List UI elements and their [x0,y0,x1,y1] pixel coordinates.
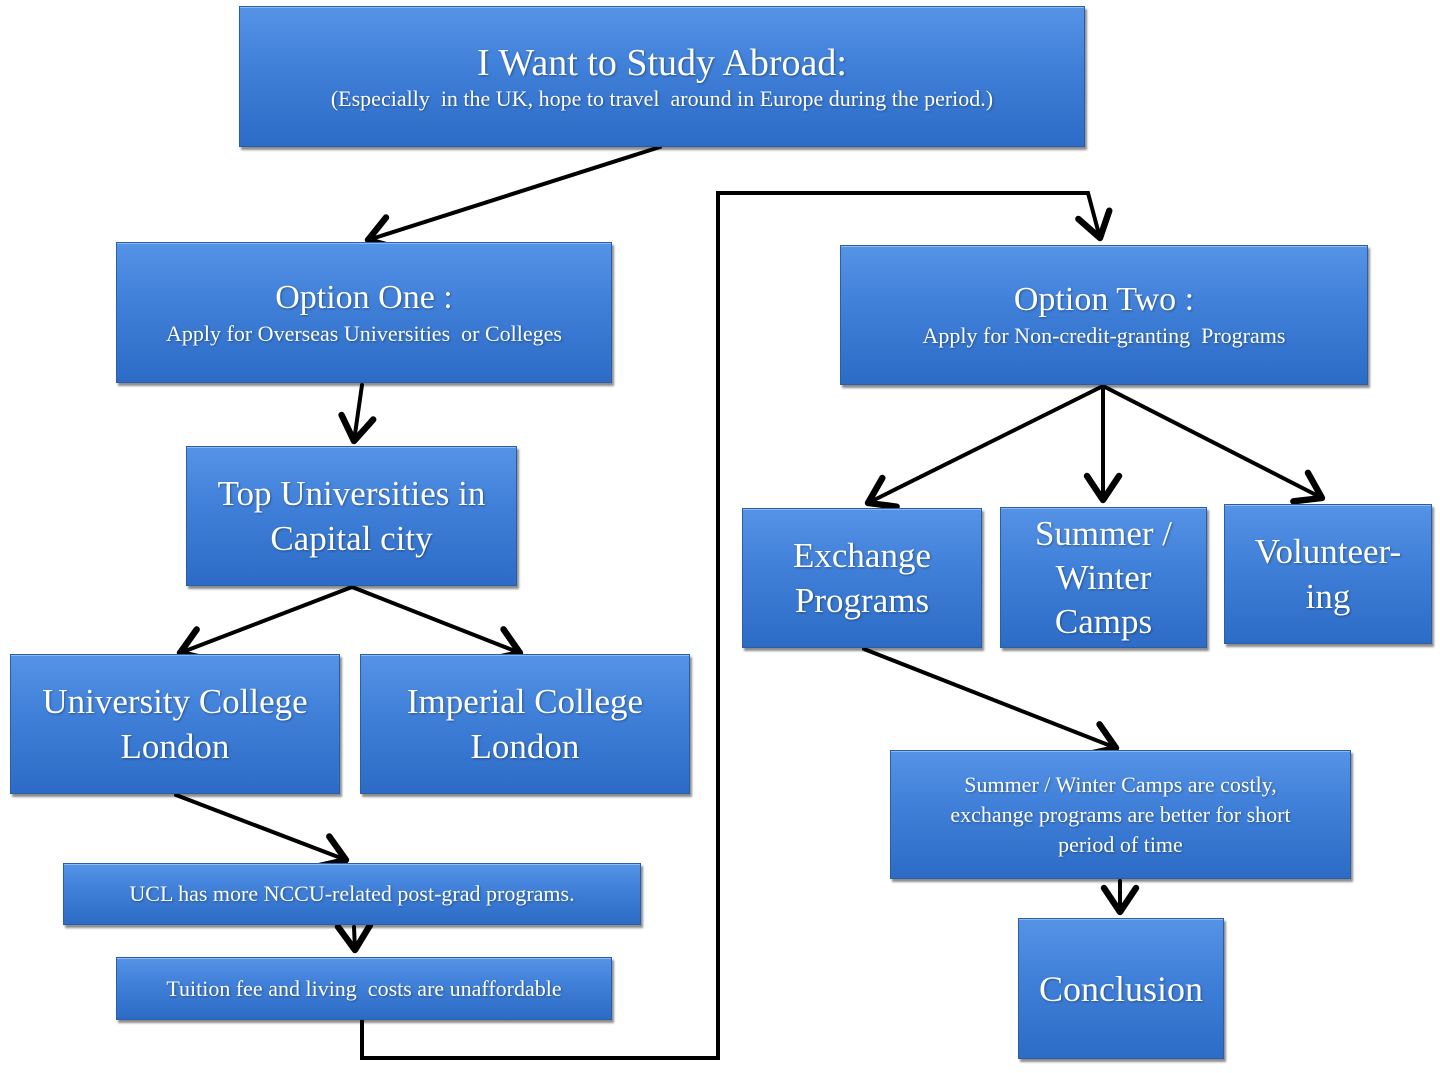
conclusion-box: Conclusion [1018,918,1224,1059]
camps-box: Summer / Winter Camps [1000,507,1207,648]
imperial-box: Imperial College London [360,654,690,794]
root-title: I Want to Study Abroad: [477,41,847,84]
top-universities-line2: Capital city [270,519,433,558]
top-universities-box: Top Universities in Capital city [186,446,517,586]
camps-note-line3: period of time [1058,831,1183,857]
ucl-note-text: UCL has more NCCU-related post-grad prog… [129,881,575,906]
volunteering-line1: Volunteer- [1254,532,1402,571]
connector-tuition-to-option-two [360,191,1113,1060]
ucl-line2: London [120,727,230,766]
option-two-title: Option Two : [1013,281,1195,318]
imperial-line1: Imperial College [406,682,644,721]
arrow-ucl-note-to-tuition-note [334,922,374,954]
ucl-box: University College London [10,654,340,794]
exchange-box: Exchange Programs [742,508,982,648]
camps-note-line2: exchange programs are better for short [950,801,1291,827]
arrow-ucl-to-ucl-note [174,793,350,870]
arrow-exchange-to-camps-note [862,647,1120,758]
option-one-subtitle: Apply for Overseas Universities or Colle… [166,320,562,346]
tuition-note-box: Tuition fee and living costs are unaffor… [116,957,612,1020]
option-two-box: Option Two : Apply for Non-credit-granti… [840,245,1368,385]
arrow-top-to-imperial [350,585,524,663]
camps-line3: Camps [1054,601,1153,641]
arrow-option-two-to-volunteering [1101,384,1326,505]
arrow-option-two-to-exchange [864,384,1105,510]
root-box: I Want to Study Abroad: (Especially in t… [239,6,1085,147]
ucl-note-box: UCL has more NCCU-related post-grad prog… [63,863,641,925]
camps-line1: Summer / [1034,513,1173,553]
ucl-line1: University College [42,682,308,721]
root-subtitle: (Especially in the UK, hope to travel ar… [330,85,994,111]
camps-line2: Winter [1055,557,1152,597]
tuition-note-text: Tuition fee and living costs are unaffor… [166,975,562,1001]
volunteering-line2: ing [1305,577,1351,616]
imperial-line2: London [470,727,580,766]
arrow-root-to-option-one [364,145,662,252]
arrow-option-one-to-top-universities [338,383,377,445]
arrow-top-to-ucl [176,585,354,663]
camps-note-box: Summer / Winter Camps are costly, exchan… [890,750,1351,879]
option-one-title: Option One : [275,278,453,316]
conclusion-text: Conclusion [1038,968,1203,1009]
option-one-box: Option One : Apply for Overseas Universi… [116,242,612,383]
exchange-line2: Programs [794,581,930,620]
exchange-line1: Exchange [793,536,931,575]
volunteering-box: Volunteer- ing [1224,504,1432,644]
option-two-subtitle: Apply for Non-credit-granting Programs [922,323,1286,348]
top-universities-line1: Top Universities in [217,474,486,513]
camps-note-line1: Summer / Winter Camps are costly, [964,771,1277,797]
